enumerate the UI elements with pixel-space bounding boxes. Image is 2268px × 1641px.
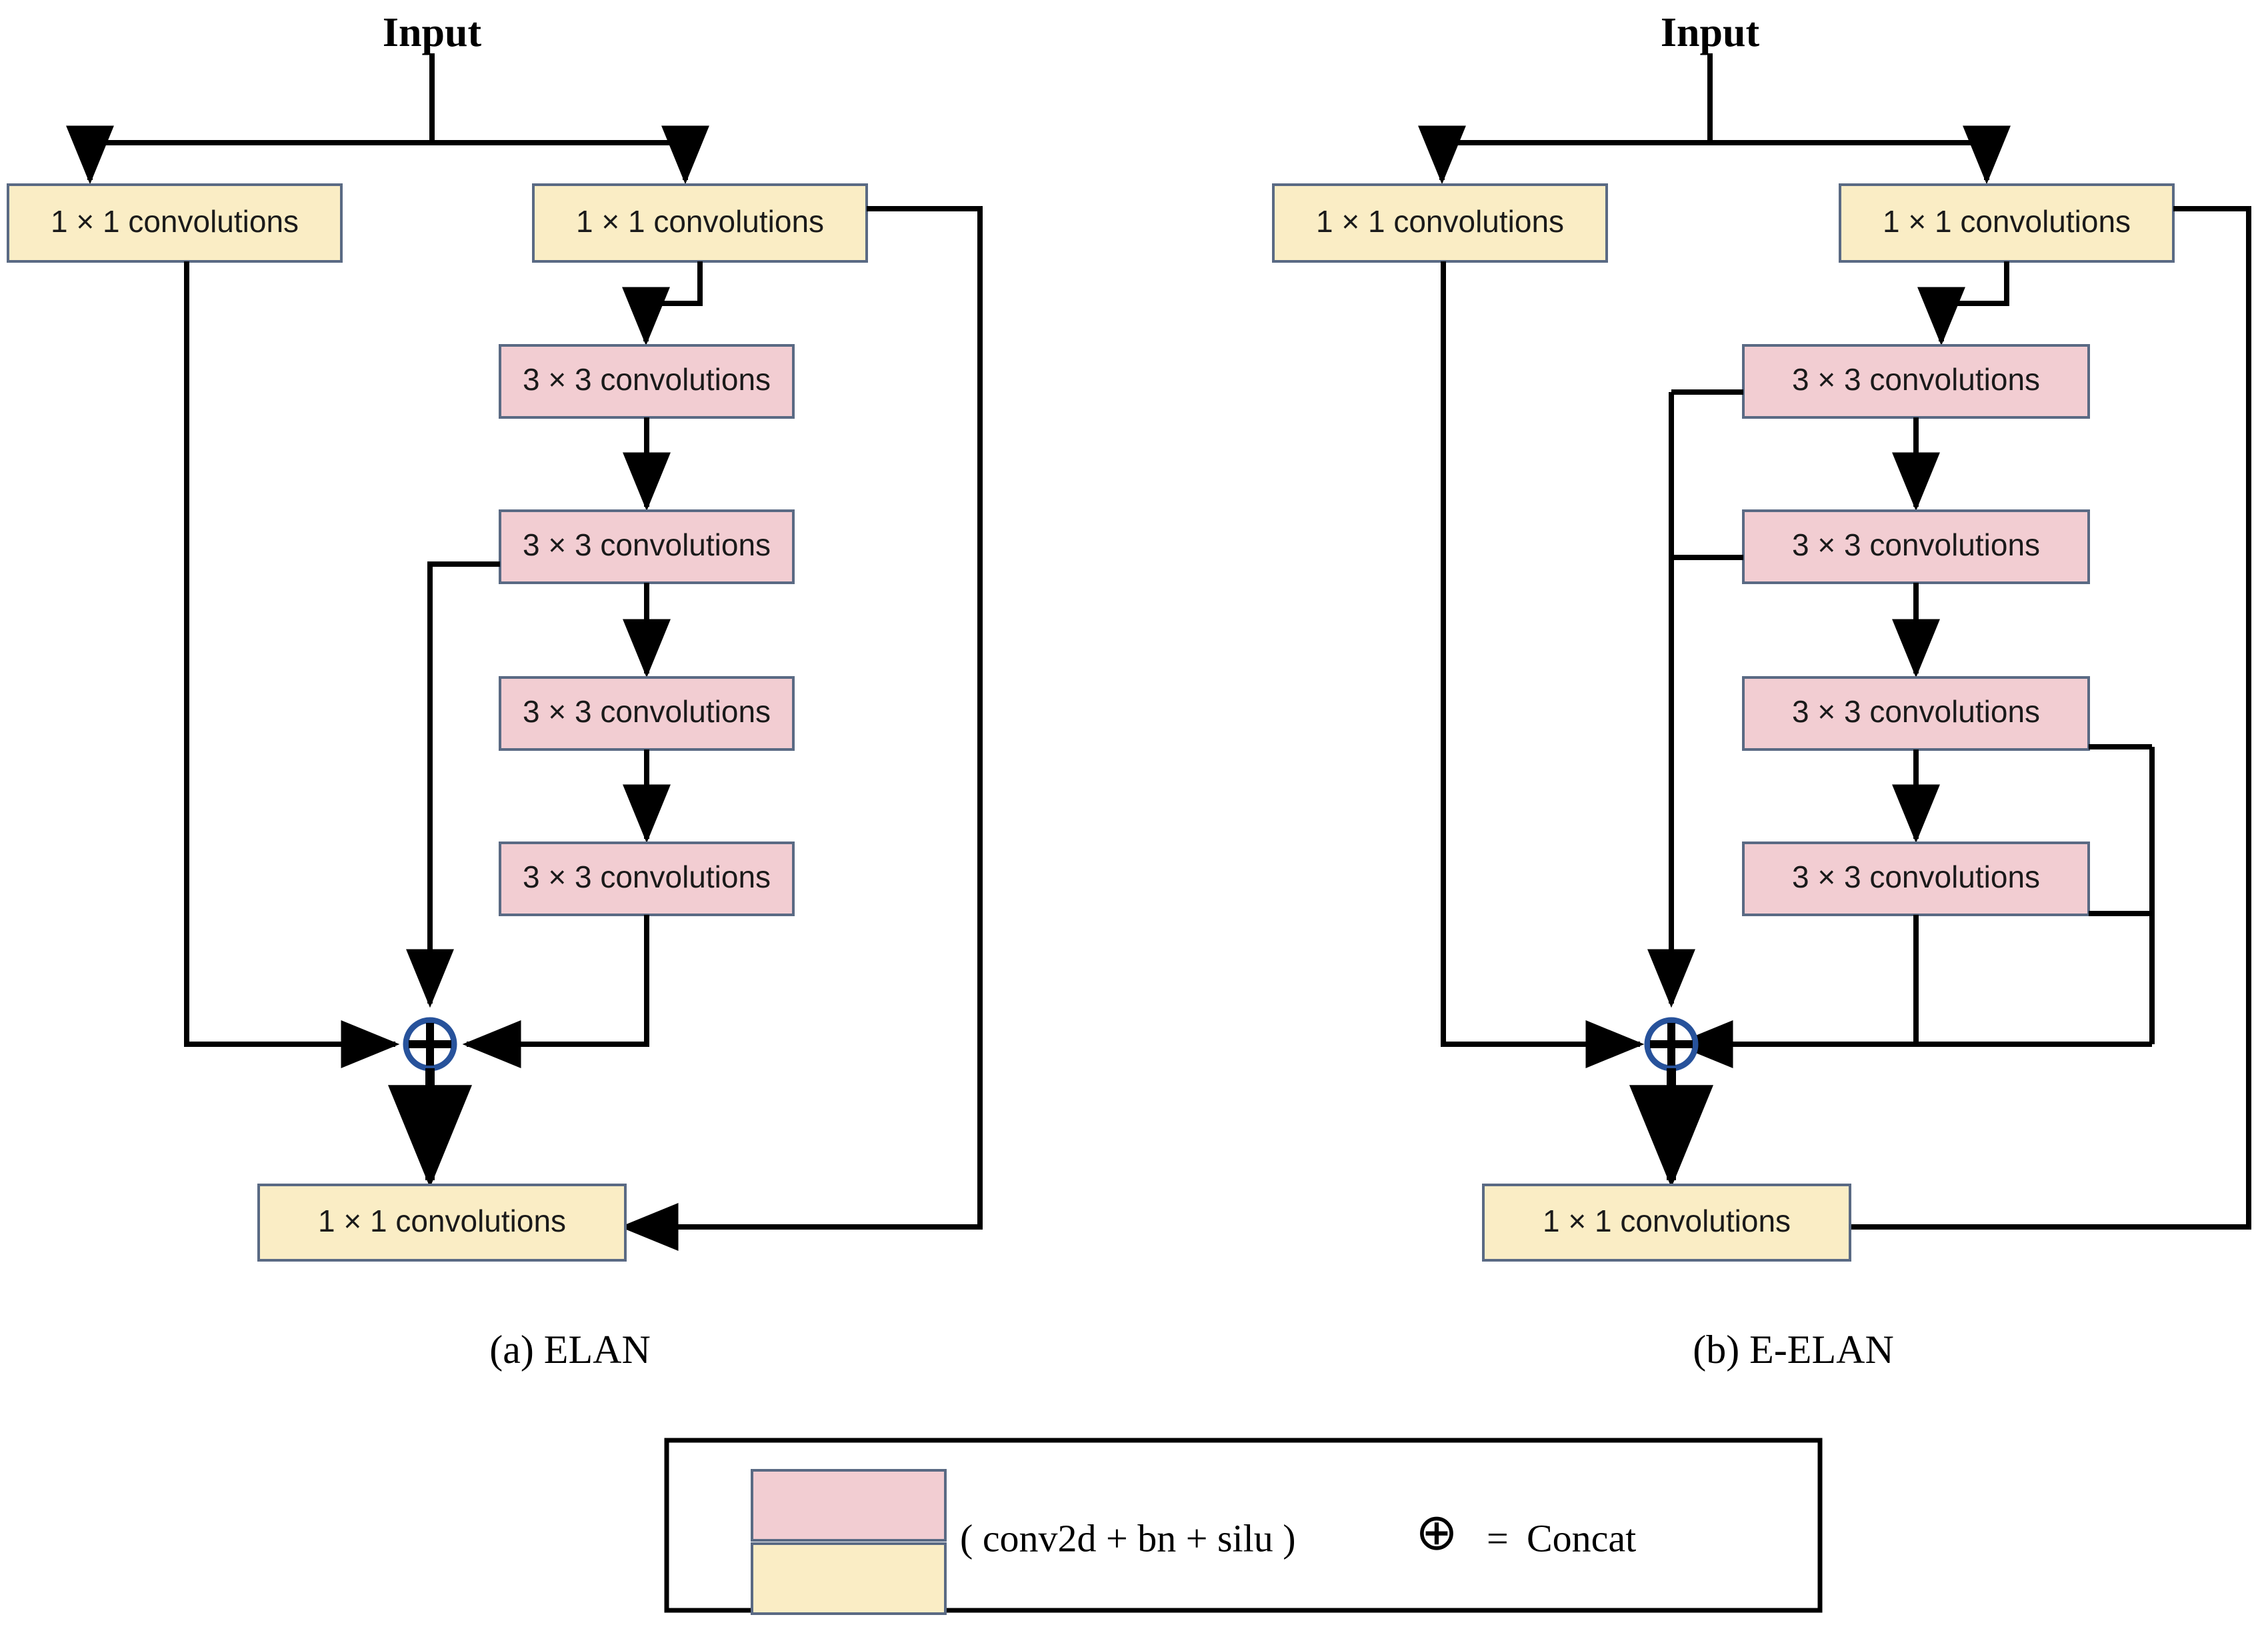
edge-b-skip-to-out: [1662, 206, 2251, 1251]
block-a-c2-rect: [499, 509, 795, 584]
block-a-out-rect: [257, 1184, 627, 1262]
concat-node-b[interactable]: [1644, 1017, 1699, 1072]
input-title-a: Input: [383, 10, 482, 55]
block-a-c3[interactable]: 3 × 3 convolutions: [499, 676, 795, 751]
legend-swatch-conv3x3: [751, 1469, 947, 1542]
block-a-c1[interactable]: 3 × 3 convolutions: [499, 344, 795, 419]
block-b-c4[interactable]: 3 × 3 convolutions: [1742, 842, 2090, 916]
input-title-b: Input: [1661, 10, 1760, 55]
block-b-c2-label: 3 × 3 convolutions: [1792, 527, 2040, 562]
block-a-c4[interactable]: 3 × 3 convolutions: [499, 842, 795, 916]
block-a-out-label: 1 × 1 convolutions: [318, 1204, 566, 1238]
edge-a-c2-to-concat-top: [406, 561, 500, 1008]
block-a-c1-label: 3 × 3 convolutions: [523, 362, 771, 397]
caption-a: (a) ELAN: [489, 1328, 651, 1372]
legend-swatch-conv1x1: [751, 1542, 947, 1615]
edge-a-left-to-concat: [184, 261, 400, 1068]
block-a-c3-label: 3 × 3 convolutions: [523, 694, 771, 729]
block-b-c2[interactable]: 3 × 3 convolutions: [1742, 509, 2090, 584]
block-b-c3-label: 3 × 3 convolutions: [1792, 694, 2040, 729]
block-b-in-left-rect: [1272, 183, 1608, 263]
edge-b-left-to-concat: [1441, 261, 1645, 1068]
block-b-c3[interactable]: 3 × 3 convolutions: [1742, 676, 2090, 751]
block-b-c4-rect: [1742, 842, 2090, 916]
block-b-in-left[interactable]: 1 × 1 convolutions: [1272, 183, 1608, 263]
legend-swatch-text: ( conv2d + bn + silu ): [960, 1516, 1296, 1560]
edge-a-skip-to-out: [619, 206, 983, 1251]
legend-concat-text: Concat: [1527, 1516, 1636, 1560]
block-a-in-left-rect: [7, 183, 343, 263]
block-a-out[interactable]: 1 × 1 convolutions: [257, 1184, 627, 1262]
edge-a-c4-to-concat-right: [462, 915, 649, 1068]
block-b-out-label: 1 × 1 convolutions: [1543, 1204, 1791, 1238]
block-a-in-right-label: 1 × 1 convolutions: [576, 204, 824, 239]
block-b-out-rect: [1482, 1184, 1851, 1262]
caption-b: (b) E-ELAN: [1693, 1328, 1894, 1372]
diagram-e-elan: Input 1 × 1 convolutions 1 × 1 convoluti…: [1272, 10, 2251, 1372]
block-a-in-left[interactable]: 1 × 1 convolutions: [7, 183, 343, 263]
block-b-c3-rect: [1742, 676, 2090, 751]
block-b-c2-rect: [1742, 509, 2090, 584]
block-a-c3-rect: [499, 676, 795, 751]
block-a-c2[interactable]: 3 × 3 convolutions: [499, 509, 795, 584]
edge-a-in-right-to-c1: [622, 261, 703, 346]
block-b-in-right-rect: [1839, 183, 2175, 263]
block-a-in-right[interactable]: 1 × 1 convolutions: [532, 183, 868, 263]
block-a-c2-label: 3 × 3 convolutions: [523, 527, 771, 562]
block-a-in-left-label: 1 × 1 convolutions: [51, 204, 299, 239]
block-a-c1-rect: [499, 344, 795, 419]
block-a-c4-label: 3 × 3 convolutions: [523, 860, 771, 894]
concat-node-a[interactable]: [403, 1017, 457, 1072]
block-b-c4-label: 3 × 3 convolutions: [1792, 860, 2040, 894]
diagram-elan: Input 1 × 1 convolutions 1 × 1 convoluti…: [7, 10, 983, 1372]
block-b-c1[interactable]: 3 × 3 convolutions: [1742, 344, 2090, 419]
legend-equals: =: [1487, 1516, 1509, 1560]
block-b-in-right-label: 1 × 1 convolutions: [1883, 204, 2131, 239]
block-a-c4-rect: [499, 842, 795, 916]
block-b-c1-rect: [1742, 344, 2090, 419]
block-b-c1-label: 3 × 3 convolutions: [1792, 362, 2040, 397]
block-b-in-right[interactable]: 1 × 1 convolutions: [1839, 183, 2175, 263]
legend-concat-icon: ⊕: [1415, 1504, 1458, 1560]
edge-b-in-right-to-c1: [1917, 261, 2009, 346]
legend: ( conv2d + bn + silu ) ⊕ = Concat: [664, 1438, 1823, 1615]
block-b-out[interactable]: 1 × 1 convolutions: [1482, 1184, 1851, 1262]
block-b-in-left-label: 1 × 1 convolutions: [1316, 204, 1564, 239]
